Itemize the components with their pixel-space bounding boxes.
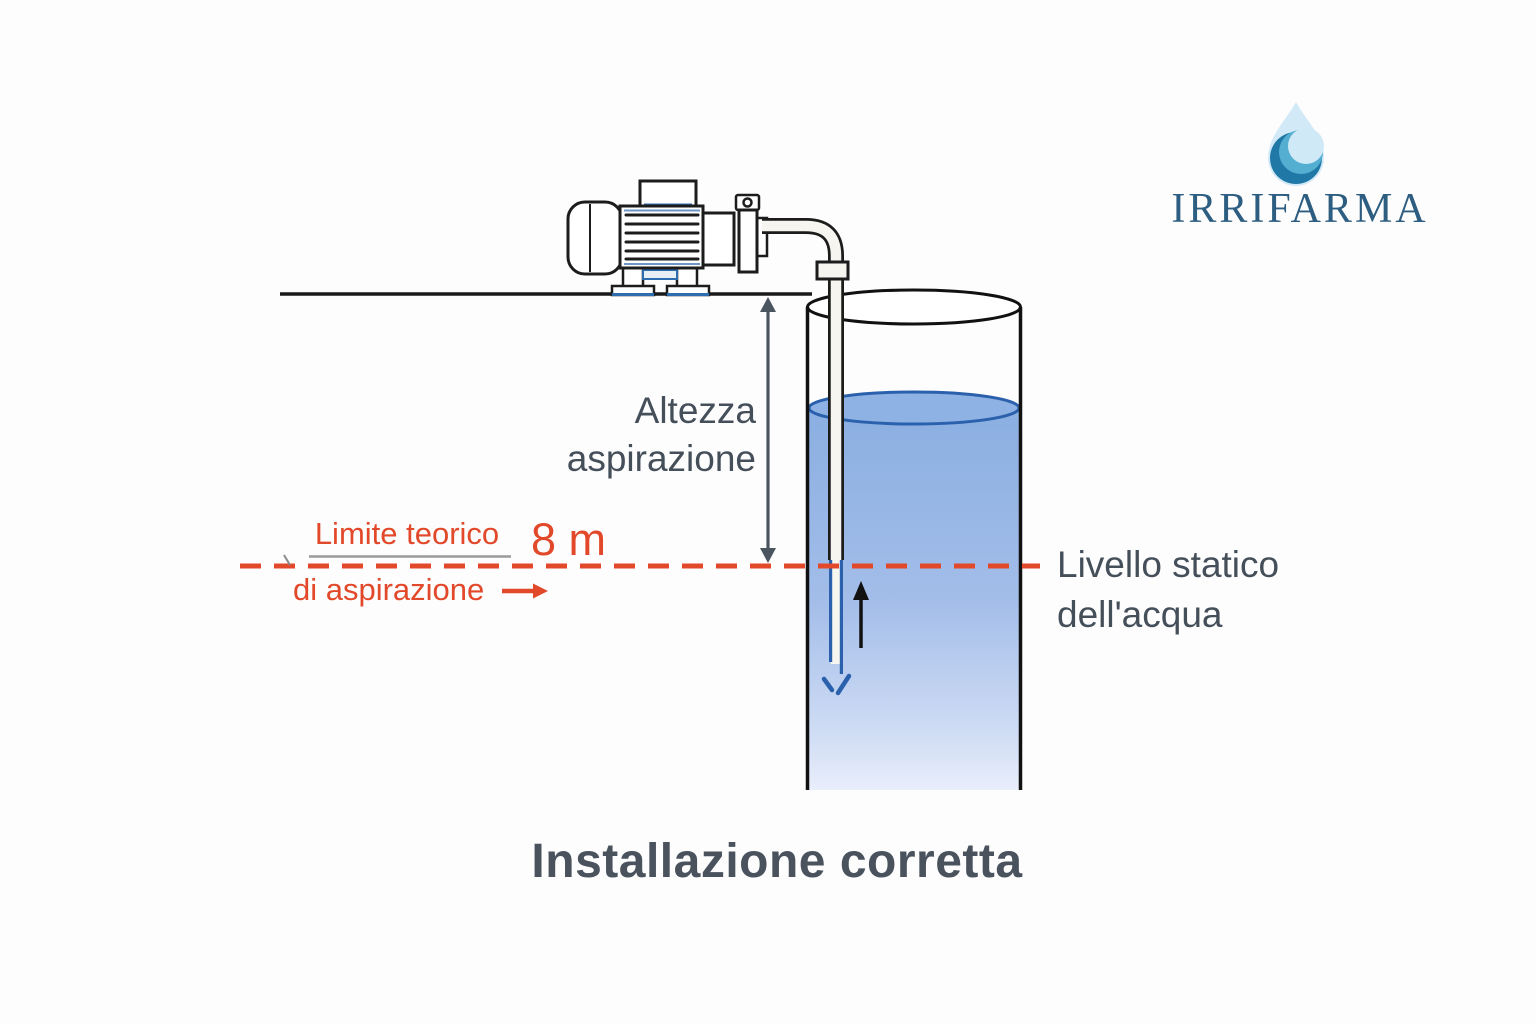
pipe-coupling [815,260,850,281]
theoretical-limit-label-line2: di aspirazione [293,572,485,607]
static-level-line2: dell'acqua [1057,594,1223,635]
tick-mark [283,554,291,566]
static-level-line1: Livello statico [1057,544,1280,585]
brand-logo-text: IRRIFARMA [1171,186,1429,232]
water-drop-icon [1268,102,1324,186]
page-title: Installazione corretta [531,835,1023,888]
pump-flange [737,208,759,274]
suction-height-line1: Altezza [634,390,756,431]
pump-fan-cover [566,200,624,276]
measurement-arrow [760,297,776,563]
suction-height-line2: aspirazione [566,438,756,479]
suction-pipe [762,218,852,696]
right-arrow-icon [502,583,548,599]
limit-value: 8 m [531,514,607,565]
foot-valve [821,673,852,696]
flow-arrow [853,581,869,648]
static-water-level-label: Livello statico dell'acqua [1057,540,1279,640]
suction-height-label: Altezza aspirazione [540,387,756,483]
theoretical-limit-label-line1: Limite teorico [314,516,500,551]
pump-drawing [566,179,769,297]
